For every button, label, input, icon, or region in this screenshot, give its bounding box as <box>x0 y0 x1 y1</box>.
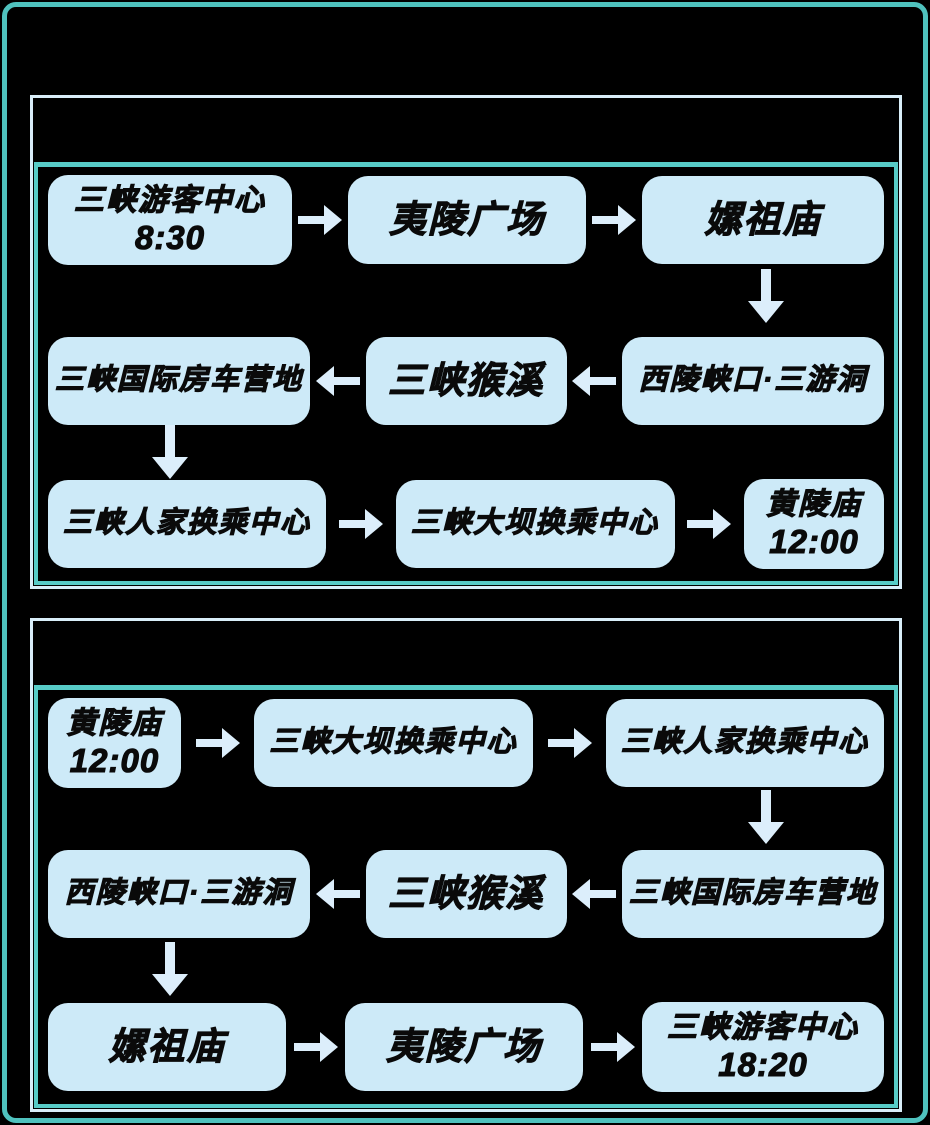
panel-outbound-body: 三峡游客中心 8:30 夷陵广场 嫘祖庙 三峡国际房车营地 三峡猴溪 西陵峡口·… <box>34 162 898 585</box>
stop-rv-camp: 三峡国际房车营地 <box>622 850 884 938</box>
panel-outbound-header <box>33 98 899 162</box>
route-row: 西陵峡口·三游洞 三峡猴溪 三峡国际房车营地 <box>48 850 884 938</box>
arrow-left-icon <box>572 879 617 909</box>
stop-time: 18:20 <box>718 1045 808 1083</box>
arrow-right-icon <box>298 205 342 235</box>
panel-return-header <box>33 621 899 685</box>
connector-area <box>48 265 884 337</box>
connector-area <box>48 788 884 850</box>
stop-yiling-square: 夷陵广场 <box>345 1003 583 1091</box>
stop-dam-transfer: 三峡大坝换乘中心 <box>254 699 533 787</box>
stop-renjia-transfer: 三峡人家换乘中心 <box>606 699 884 787</box>
stop-huangling-temple: 黄陵庙 12:00 <box>48 698 181 788</box>
connector-area <box>48 425 884 479</box>
arrow-down-icon <box>152 425 188 479</box>
panel-outbound: 三峡游客中心 8:30 夷陵广场 嫘祖庙 三峡国际房车营地 三峡猴溪 西陵峡口·… <box>30 95 902 589</box>
stop-houxi: 三峡猴溪 <box>365 850 567 938</box>
arrow-right-icon <box>195 728 240 758</box>
panel-return-body: 黄陵庙 12:00 三峡大坝换乘中心 三峡人家换乘中心 西陵峡口·三游洞 三峡猴… <box>34 685 898 1108</box>
stop-time: 12:00 <box>769 522 859 560</box>
stop-time: 8:30 <box>134 218 206 256</box>
stop-rv-camp: 三峡国际房车营地 <box>48 337 310 425</box>
route-row: 三峡人家换乘中心 三峡大坝换乘中心 黄陵庙 12:00 <box>48 479 884 569</box>
route-row: 嫘祖庙 夷陵广场 三峡游客中心 18:20 <box>48 1002 884 1092</box>
arrow-right-icon <box>592 205 636 235</box>
stop-leizu-temple: 嫘祖庙 <box>48 1003 286 1091</box>
arrow-down-icon <box>152 942 188 996</box>
arrow-left-icon <box>572 366 617 396</box>
panel-return: 黄陵庙 12:00 三峡大坝换乘中心 三峡人家换乘中心 西陵峡口·三游洞 三峡猴… <box>30 618 902 1112</box>
arrow-right-icon <box>547 728 592 758</box>
route-row: 黄陵庙 12:00 三峡大坝换乘中心 三峡人家换乘中心 <box>48 698 884 788</box>
arrow-left-icon <box>315 879 360 909</box>
arrow-right-icon <box>293 1032 338 1062</box>
arrow-down-icon <box>748 790 784 844</box>
stop-label: 三峡游客中心 <box>73 183 266 217</box>
stop-dam-transfer: 三峡大坝换乘中心 <box>395 480 675 568</box>
stop-houxi: 三峡猴溪 <box>365 337 567 425</box>
stop-renjia-transfer: 三峡人家换乘中心 <box>48 480 326 568</box>
arrow-right-icon <box>687 509 732 539</box>
route-row: 三峡游客中心 8:30 夷陵广场 嫘祖庙 <box>48 175 884 265</box>
stop-label: 黄陵庙 <box>765 487 862 521</box>
arrow-down-icon <box>748 269 784 323</box>
stop-leizu-temple: 嫘祖庙 <box>642 176 884 264</box>
stop-label: 黄陵庙 <box>66 706 163 740</box>
stop-time: 12:00 <box>69 741 160 779</box>
arrow-right-icon <box>590 1032 635 1062</box>
stop-xiling-gorge: 西陵峡口·三游洞 <box>622 337 884 425</box>
arrow-right-icon <box>338 509 383 539</box>
stop-sanxia-visitor-center: 三峡游客中心 8:30 <box>48 175 292 265</box>
stop-yiling-square: 夷陵广场 <box>348 176 586 264</box>
connector-area <box>48 938 884 1002</box>
stop-xiling-gorge: 西陵峡口·三游洞 <box>48 850 310 938</box>
stop-huangling-temple: 黄陵庙 12:00 <box>744 479 884 569</box>
stop-sanxia-visitor-center: 三峡游客中心 18:20 <box>642 1002 884 1092</box>
arrow-left-icon <box>315 366 360 396</box>
route-row: 三峡国际房车营地 三峡猴溪 西陵峡口·三游洞 <box>48 337 884 425</box>
stop-label: 三峡游客中心 <box>666 1010 859 1044</box>
